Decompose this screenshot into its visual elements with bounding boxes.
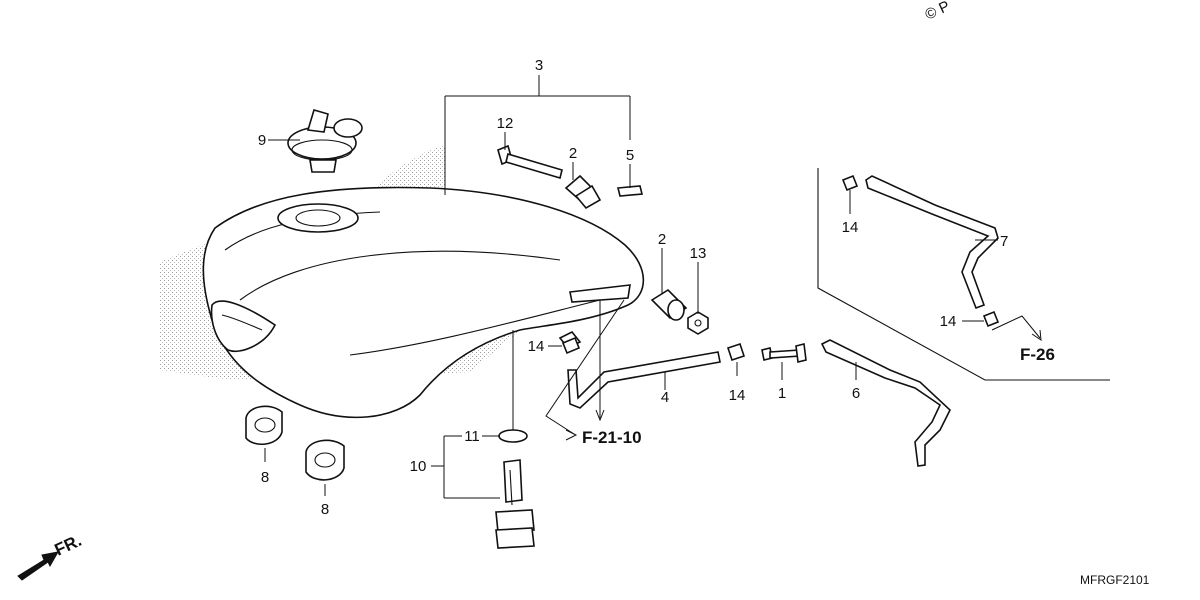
- bolt-12: [497, 144, 563, 180]
- nut-13: [687, 311, 709, 335]
- fuel-tank: [202, 186, 645, 419]
- breather-hose: [820, 339, 951, 467]
- clip-left: [561, 336, 581, 355]
- callout-9: 9: [258, 132, 266, 149]
- overflow-hose: [865, 175, 999, 310]
- bolt-1: [761, 343, 807, 363]
- callout-10: 10: [410, 458, 427, 475]
- fuel-cap: [287, 109, 363, 173]
- fuel-hose: [558, 330, 721, 409]
- callout-6: 6: [852, 385, 860, 402]
- callout-11: 11: [464, 428, 480, 445]
- callout-8-upper: 8: [261, 469, 269, 486]
- front-direction-arrow: [17, 551, 59, 581]
- clip-lower-right: [982, 310, 1000, 328]
- callout-12: 12: [497, 115, 514, 132]
- callout-14-lower-right: 14: [940, 313, 957, 330]
- o-ring: [498, 429, 528, 443]
- collar-lower: [650, 288, 688, 321]
- callout-1: 1: [778, 385, 786, 402]
- cushion-upper: [245, 405, 283, 445]
- plate-5: [616, 185, 644, 197]
- callout-3: 3: [535, 57, 543, 74]
- cushion-lower: [305, 439, 345, 481]
- callout-14-left: 14: [528, 338, 545, 355]
- callout-2-lower: 2: [658, 231, 666, 248]
- reference-f-21-10[interactable]: F-21-10: [582, 428, 642, 447]
- callout-7: 7: [1000, 233, 1008, 250]
- callout-13: 13: [690, 245, 707, 262]
- sub-assembly-frame: [817, 168, 1110, 381]
- leader-lines: [264, 75, 1042, 499]
- callout-4: 4: [661, 389, 669, 406]
- copyright-mark: © P: [923, 0, 953, 24]
- callout-5: 5: [626, 147, 634, 164]
- callout-2-upper: 2: [569, 145, 577, 162]
- collar-upper: [564, 174, 602, 210]
- reference-f-26[interactable]: F-26: [1020, 345, 1055, 364]
- clip-middle: [726, 342, 746, 362]
- callout-14-middle: 14: [729, 387, 746, 404]
- callout-14-upper-right: 14: [842, 219, 859, 236]
- fuel-unit: [495, 459, 535, 549]
- clip-upper-right: [841, 174, 859, 192]
- callout-8-lower: 8: [321, 501, 329, 518]
- diagram-code: MFRGF2101: [1080, 573, 1150, 587]
